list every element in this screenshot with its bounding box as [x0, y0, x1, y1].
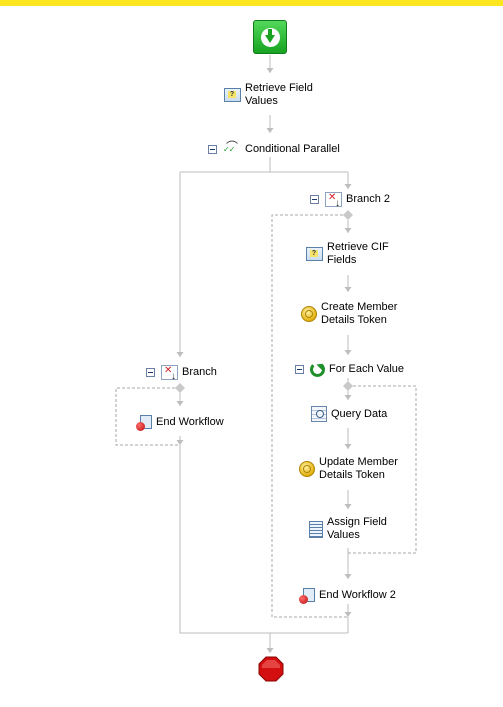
- form-icon: [306, 247, 323, 261]
- connector-arrow: [266, 68, 274, 73]
- collapse-toggle[interactable]: [295, 365, 304, 374]
- activity-label: Branch 2: [346, 193, 391, 205]
- branch-icon: [325, 192, 342, 209]
- activity-label: Retrieve Field Values: [245, 82, 313, 107]
- branch-diamond: [343, 210, 353, 220]
- connector-arrow: [344, 574, 352, 579]
- activity-update-member-details-token[interactable]: Update Member Details Token: [299, 456, 398, 482]
- connector-line: [179, 445, 348, 634]
- form-icon: [224, 88, 241, 102]
- connector-arrow: [344, 350, 352, 355]
- start-node[interactable]: [253, 20, 287, 54]
- connector-arrow: [266, 648, 274, 653]
- connector-arrow: [344, 504, 352, 509]
- activity-label: Branch: [182, 366, 217, 378]
- loop-frame: [348, 385, 417, 554]
- activity-label: Create Member Details Token: [321, 301, 398, 326]
- activity-label: Retrieve CIF Fields: [327, 241, 389, 266]
- collapse-toggle[interactable]: [146, 368, 155, 377]
- activity-for-each-value[interactable]: For Each Value: [295, 362, 404, 377]
- branch-diamond: [175, 383, 185, 393]
- connector-arrow: [266, 128, 274, 133]
- connector-arrow: [344, 184, 352, 189]
- activity-branch-2[interactable]: Branch 2: [310, 192, 391, 209]
- activity-create-member-details-token[interactable]: Create Member Details Token: [301, 301, 397, 327]
- activity-retrieve-field-values[interactable]: Retrieve Field Values: [224, 82, 313, 108]
- activity-label: End Workflow: [156, 415, 224, 428]
- connector-arrow: [344, 287, 352, 292]
- activity-label: Query Data: [331, 407, 388, 420]
- activity-label: Conditional Parallel: [245, 142, 340, 155]
- activity-label: For Each Value: [329, 363, 405, 375]
- query-icon: [311, 406, 327, 422]
- connector-arrow: [176, 401, 184, 406]
- end-workflow-icon: [136, 415, 152, 431]
- connector-arrow: [344, 612, 352, 617]
- activity-retrieve-cif-fields[interactable]: Retrieve CIF Fields: [306, 241, 389, 267]
- end-workflow-icon: [299, 588, 315, 604]
- branch-frame: [115, 387, 180, 446]
- branch-2-frame: [271, 214, 348, 618]
- collapse-toggle[interactable]: [208, 144, 217, 154]
- connector-arrow: [344, 444, 352, 449]
- token-icon: [301, 306, 317, 322]
- activity-label: Update Member Details Token: [319, 456, 398, 481]
- activity-assign-field-values[interactable]: Assign Field Values: [309, 516, 387, 542]
- activity-conditional-parallel[interactable]: Conditional Parallel: [208, 138, 340, 156]
- stop-octagon-icon[interactable]: [258, 656, 284, 682]
- branch-diamond: [343, 381, 353, 391]
- collapse-toggle[interactable]: [310, 195, 319, 204]
- connector-arrow: [176, 440, 184, 445]
- connector-arrow: [344, 228, 352, 233]
- activity-end-workflow[interactable]: End Workflow: [136, 415, 224, 431]
- branch-icon: [161, 365, 178, 382]
- loop-icon: [310, 362, 325, 377]
- start-arrow-icon: [260, 27, 280, 47]
- activity-label: End Workflow 2: [319, 588, 396, 601]
- list-icon: [309, 520, 323, 538]
- activity-label: Assign Field Values: [327, 516, 387, 541]
- token-icon: [299, 461, 315, 477]
- parallel-icon: [223, 138, 241, 156]
- activity-branch[interactable]: Branch: [146, 365, 217, 382]
- connector-arrow: [344, 395, 352, 400]
- connector-arrow: [176, 352, 184, 357]
- activity-query-data[interactable]: Query Data: [311, 406, 387, 422]
- activity-end-workflow-2[interactable]: End Workflow 2: [299, 588, 396, 604]
- header-stripe: [0, 0, 503, 6]
